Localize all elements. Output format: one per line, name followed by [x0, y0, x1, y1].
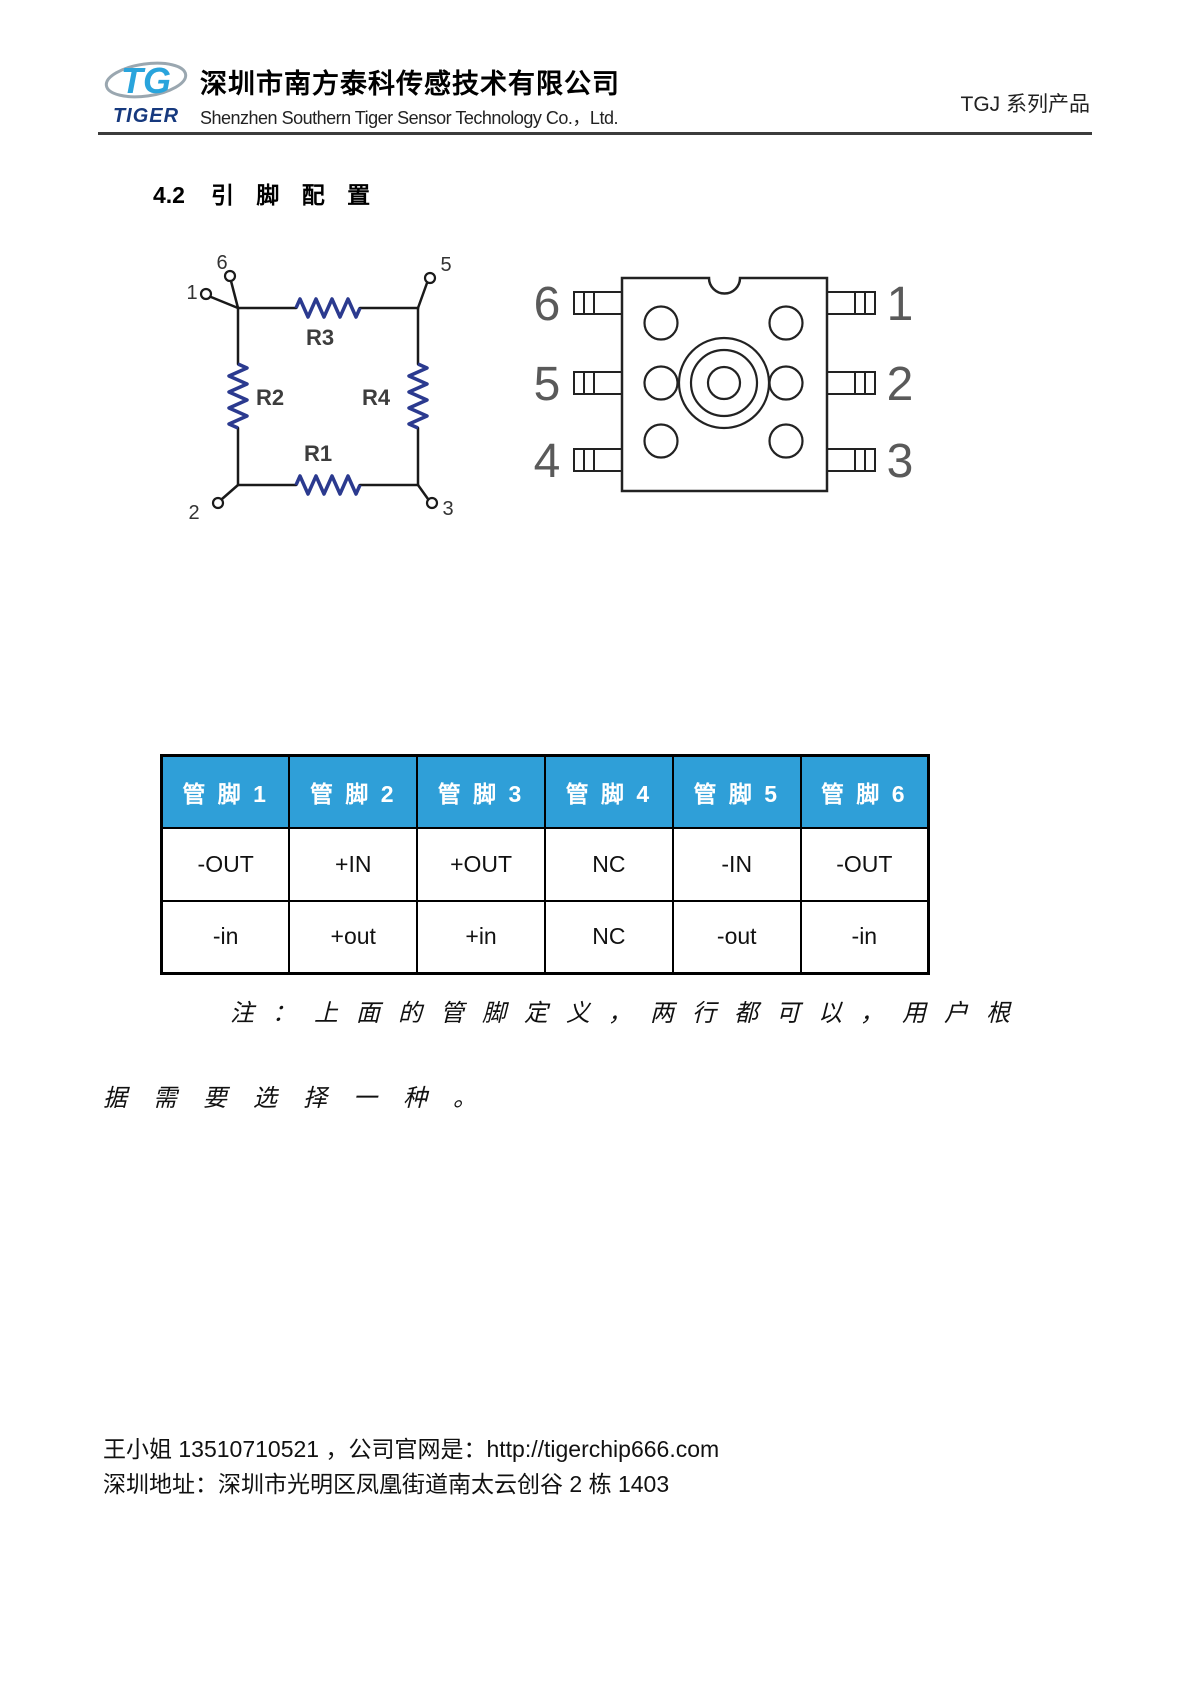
pin-table-header-5: 管 脚 5	[671, 754, 802, 829]
footer-contact: 王小姐 13510710521 ，公司官网是：http://tigerchip6…	[103, 1436, 720, 1462]
bridge-circuit-diagram: 6 1 5 2 3 R3 R2 R4 R1	[186, 252, 453, 524]
bridge-labels: 6 1 5 2 3 R3 R2 R4 R1	[186, 252, 453, 524]
pin-table-header-4: 管 脚 4	[543, 754, 674, 829]
chip-pin-numbers: 6 5 4 1 2 3	[534, 278, 914, 488]
chip-pin-6-label: 6	[534, 278, 561, 331]
chip-pins-left	[573, 291, 623, 472]
pin-table-cell: -OUT	[799, 826, 930, 902]
note-line-2: 据 需 要 选 择 一 种 。	[103, 1086, 483, 1112]
pin-table-header-1: 管 脚 1	[160, 754, 291, 829]
bridge-resistors	[227, 297, 429, 496]
pin-table-cell: -in	[799, 899, 930, 975]
bridge-pin-3-label: 3	[442, 498, 453, 520]
pin-table-cell: -in	[160, 899, 291, 975]
company-logo: TG TIGER	[96, 54, 196, 128]
bridge-wires	[209, 279, 430, 501]
section-text: 引 脚 配 置	[210, 182, 379, 208]
chip-pins-right	[826, 291, 876, 472]
header-divider	[98, 132, 1092, 135]
bridge-pin-terminals	[199, 269, 439, 510]
pin-table-header-2: 管 脚 2	[288, 754, 419, 829]
product-series-label: TGJ 系列产品	[960, 93, 1091, 116]
pin-table-row-1: -OUT +IN +OUT NC -IN -OUT	[160, 826, 930, 902]
chip-package-diagram: 6 5 4 1 2 3	[534, 276, 914, 493]
company-name-cn: 深圳市南方泰科传感技术有限公司	[200, 69, 620, 99]
resistor-r4-label: R4	[362, 385, 391, 410]
pin-table-cell: +in	[416, 899, 546, 975]
pin-table-cell: +OUT	[416, 826, 546, 902]
resistor-r3-label: R3	[306, 325, 334, 350]
chip-pin-5-label: 5	[534, 358, 561, 411]
pin-table-cell: +IN	[288, 826, 419, 902]
note-line-1: 注 ： 上 面 的 管 脚 定 义 ， 两 行 都 可 以 ， 用 户 根	[230, 1001, 1013, 1027]
tiger-logo-icon: TG	[104, 60, 188, 101]
pin-table-cell: -IN	[671, 826, 802, 902]
section-number: 4.2	[153, 182, 185, 208]
pin-table-cell: -out	[671, 899, 802, 975]
pin-definition-table: 管 脚 1 管 脚 2 管 脚 3 管 脚 4 管 脚 5 管 脚 6 -OUT…	[160, 754, 930, 975]
pin-table-cell: -OUT	[160, 826, 291, 902]
company-name-en: Shenzhen Southern Tiger Sensor Technolog…	[200, 108, 618, 128]
section-title: 4.2 引 脚 配 置	[153, 176, 378, 210]
chip-pin-3-label: 3	[887, 435, 914, 488]
bridge-pin-6-label: 6	[216, 252, 227, 274]
pin-table-header-3: 管 脚 3	[416, 754, 546, 829]
chip-pin-2-label: 2	[887, 358, 914, 411]
footer-address: 深圳地址：深圳市光明区凤凰街道南太云创谷 2 栋 1403	[103, 1471, 670, 1497]
chip-sensor-port	[677, 336, 771, 430]
pin-table-row-2: -in +out +in NC -out -in	[160, 899, 930, 975]
pin-table-header-row: 管 脚 1 管 脚 2 管 脚 3 管 脚 4 管 脚 5 管 脚 6	[160, 754, 930, 829]
pin-table-cell: NC	[543, 826, 674, 902]
pin-table-cell: NC	[543, 899, 674, 975]
bridge-pin-2-label: 2	[188, 502, 199, 524]
bridge-pin-5-label: 5	[440, 254, 451, 276]
pin-table-cell: +out	[288, 899, 419, 975]
chip-pin-1-label: 1	[887, 278, 914, 331]
bridge-pin-1-label: 1	[186, 282, 197, 304]
logo-mark-text: TG	[121, 60, 171, 101]
chip-pin-4-label: 4	[534, 435, 561, 488]
resistor-r2-label: R2	[256, 385, 284, 410]
pin-table-header-6: 管 脚 6	[799, 754, 930, 829]
logo-wordmark: TIGER	[112, 105, 180, 127]
resistor-r1-label: R1	[304, 441, 332, 466]
